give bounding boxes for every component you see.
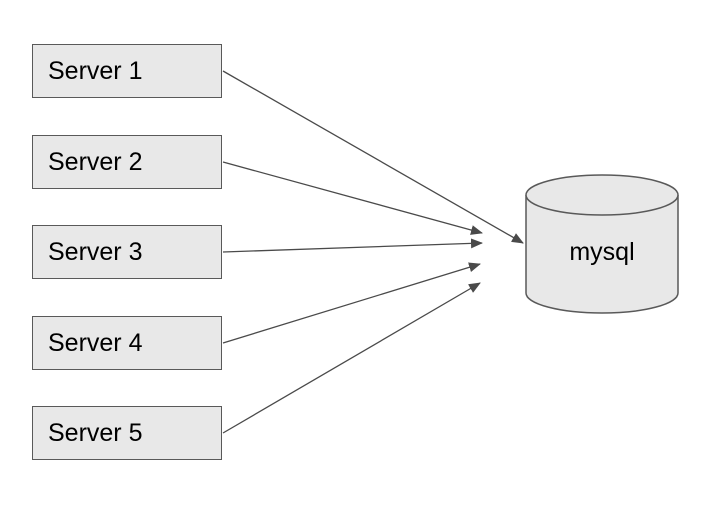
arrow-server-5-to-mysql [222,282,481,434]
server-label: Server 1 [48,56,143,85]
database-label: mysql [569,238,635,266]
server-label: Server 5 [48,418,143,447]
server-label: Server 2 [48,147,143,176]
server-box-4: Server 4 [32,316,222,370]
arrow-server-3-to-mysql [222,238,483,253]
arrow-server-4-to-mysql [222,262,481,344]
server-box-3: Server 3 [32,225,222,279]
arrow-server-1-to-mysql [222,70,524,244]
arrow-server-2-to-mysql [222,161,483,235]
server-label: Server 3 [48,237,143,266]
server-box-2: Server 2 [32,135,222,189]
server-label: Server 4 [48,328,143,357]
database-cylinder-icon [525,174,679,314]
server-box-5: Server 5 [32,406,222,460]
server-box-1: Server 1 [32,44,222,98]
